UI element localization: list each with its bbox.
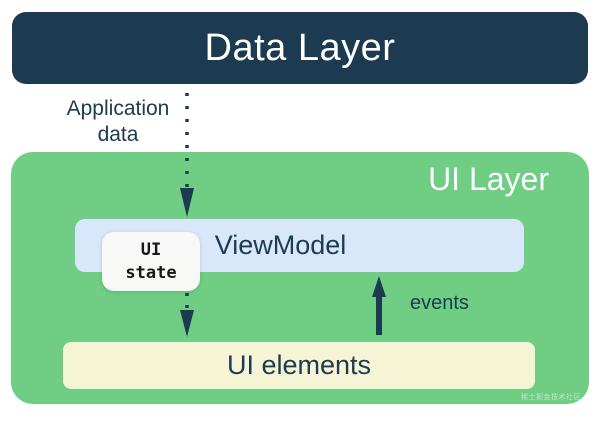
data-layer-label: Data Layer (204, 26, 396, 69)
ui-state-chip: UI state (102, 232, 200, 291)
data-layer-box: Data Layer (12, 12, 588, 84)
events-label: events (410, 292, 469, 314)
ui-layer-title: UI Layer (428, 161, 549, 197)
events-up-arrow-icon (372, 276, 386, 335)
ui-layer-box: UI Layer ViewModel UI state events UI el… (11, 152, 589, 404)
watermark-text: 稀土掘金技术社区 (521, 394, 581, 401)
ui-state-line2: state (125, 262, 177, 283)
viewmodel-label: ViewModel (214, 230, 347, 260)
application-data-label: Application data (48, 96, 188, 148)
ui-state-line1: UI (140, 239, 162, 260)
state-to-elements-arrow-icon (180, 293, 194, 337)
ui-elements-box: UI elements (63, 342, 535, 389)
application-data-label-line2: data (97, 123, 139, 146)
data-to-viewmodel-arrow-icon (180, 93, 194, 217)
ui-elements-label: UI elements (226, 350, 372, 380)
application-data-label-line1: Application (66, 97, 170, 120)
